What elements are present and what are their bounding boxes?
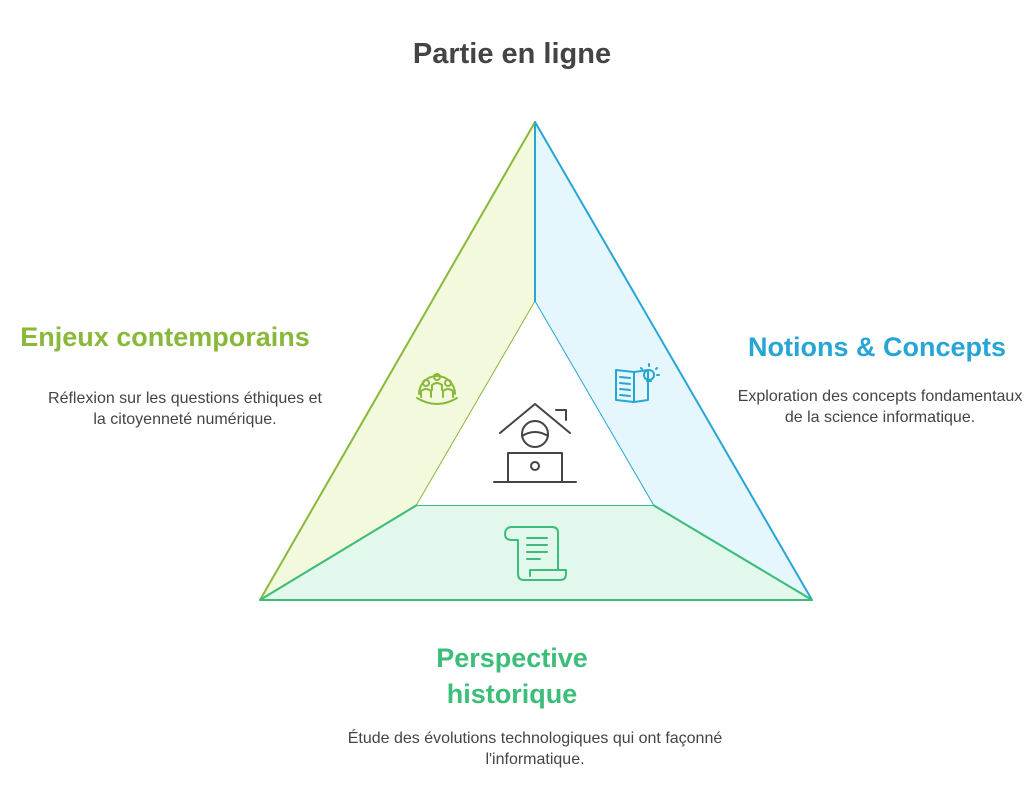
heading-perspective-line1: Perspective <box>436 643 588 673</box>
book-lightbulb-icon <box>615 363 660 403</box>
diagram-title: Partie en ligne <box>412 38 612 70</box>
scroll-icon <box>504 526 567 581</box>
heading-perspective: Perspective historique <box>362 640 662 712</box>
description-perspective: Étude des évolutions technologiques qui … <box>347 730 723 768</box>
heading-perspective-line2: historique <box>446 679 578 709</box>
heading-enjeux: Enjeux contemporains <box>20 322 310 352</box>
heading-notions: Notions & Concepts <box>747 332 1006 362</box>
home-laptop-icon <box>493 403 577 483</box>
description-enjeux: Réflexion sur les questions éthiques et … <box>48 390 322 428</box>
people-group-icon <box>416 373 458 405</box>
description-notions: Exploration des concepts fondamentaux de… <box>737 388 1023 426</box>
